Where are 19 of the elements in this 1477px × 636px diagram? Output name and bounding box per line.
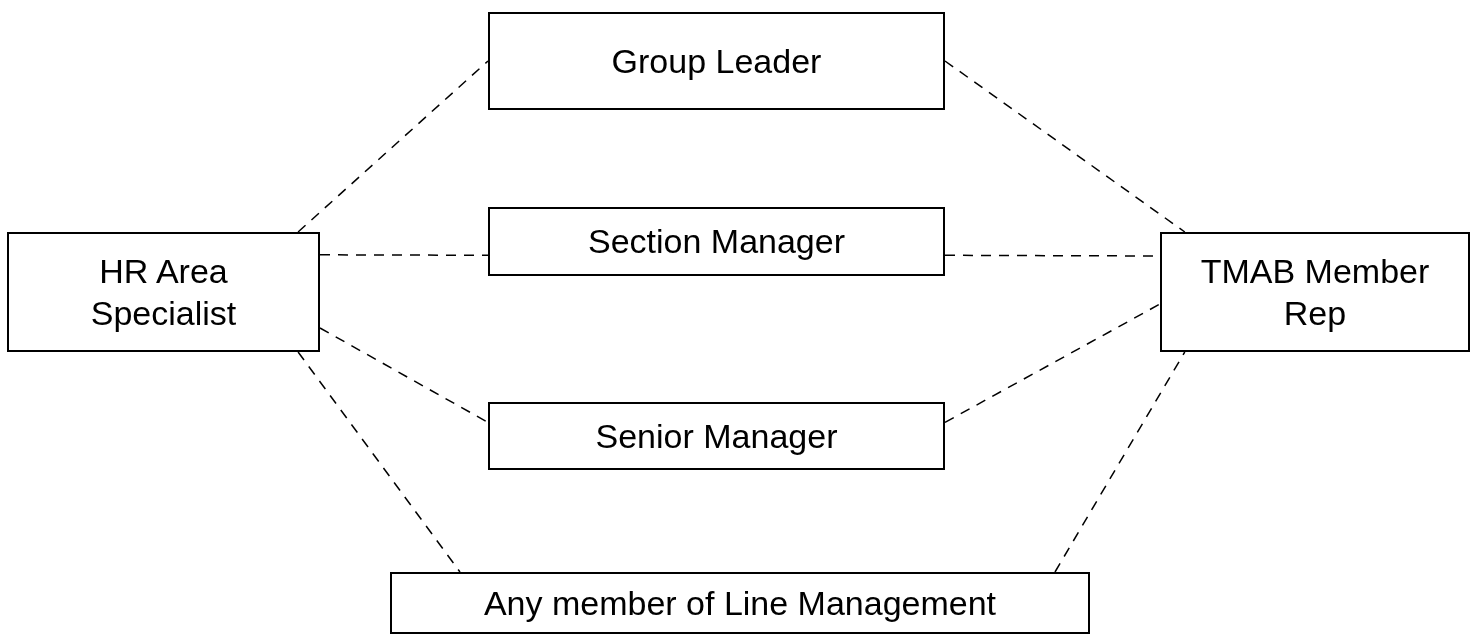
role-box bbox=[488, 207, 945, 276]
role-label: HR Area Specialist bbox=[89, 250, 238, 334]
role-box bbox=[7, 232, 320, 352]
dashed-connector bbox=[944, 60, 1186, 233]
dashed-connector bbox=[319, 254, 489, 257]
role-label: TMAB Member Rep bbox=[1199, 250, 1431, 334]
role-box bbox=[390, 572, 1090, 634]
role-box bbox=[1160, 232, 1470, 352]
role-label: Senior Manager bbox=[595, 415, 838, 457]
role-label: Any member of Line Management bbox=[483, 582, 997, 624]
dashed-connector bbox=[297, 351, 461, 573]
dashed-connector bbox=[319, 327, 489, 424]
role-box bbox=[488, 402, 945, 470]
dashed-connector bbox=[1054, 351, 1186, 573]
dashed-connector bbox=[944, 303, 1161, 424]
role-box bbox=[488, 12, 945, 110]
role-label: Section Manager bbox=[587, 221, 845, 263]
role-label: Group Leader bbox=[611, 40, 822, 82]
dashed-connector bbox=[297, 60, 489, 233]
